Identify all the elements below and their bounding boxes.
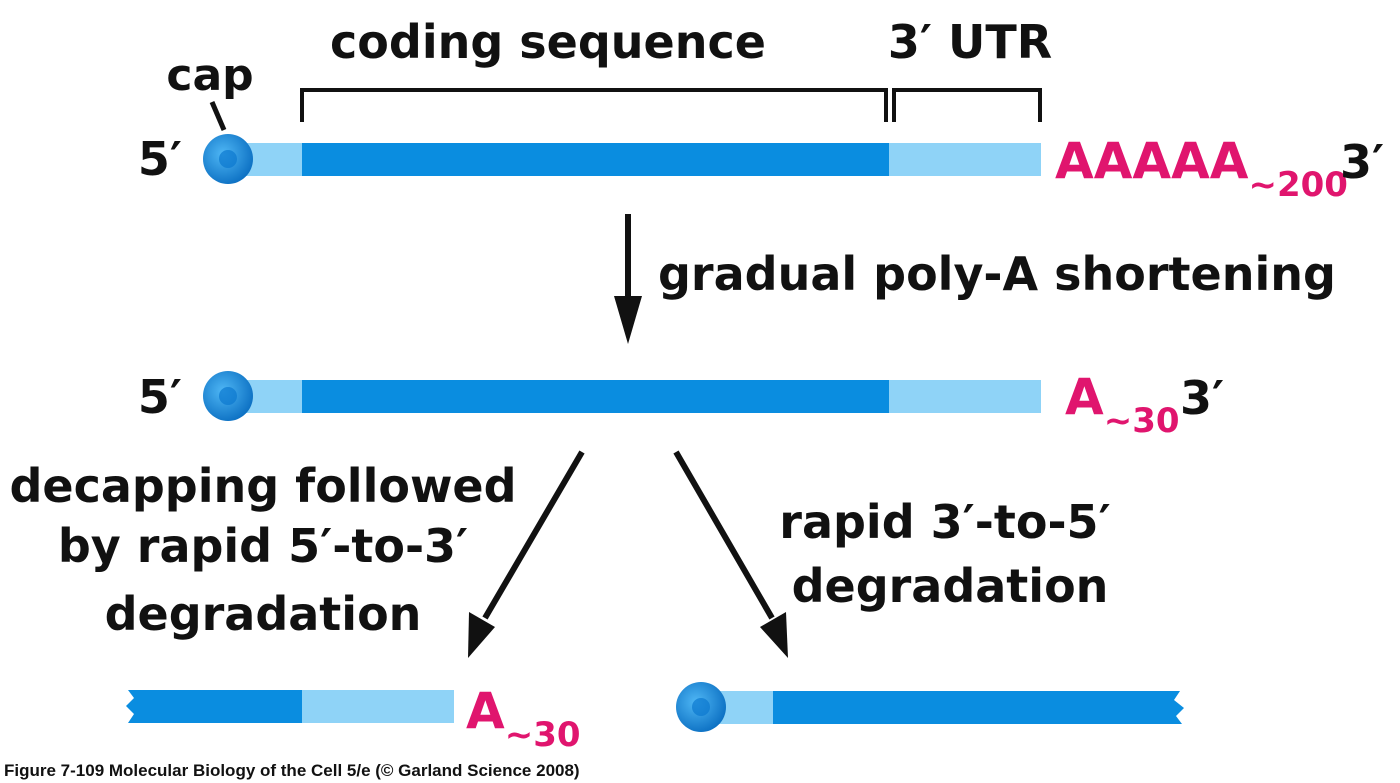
- step-arrow-shortening: [614, 214, 642, 344]
- coding-region: [302, 143, 889, 176]
- middle-mrna: 5′ A~30 3′: [138, 368, 1224, 441]
- coding-sequence-bracket: [300, 88, 888, 122]
- five-prime-label: 5′: [138, 132, 182, 186]
- three-prime-utr: [302, 690, 454, 723]
- figure-caption: Figure 7-109 Molecular Biology of the Ce…: [4, 761, 580, 780]
- cap-label: cap: [166, 50, 253, 101]
- arrow-right-exonuclease: [673, 450, 788, 658]
- polya-tail-long: AAAAA~200: [1055, 132, 1348, 205]
- three-prime-utr: [889, 143, 1041, 176]
- cap-icon-center: [692, 698, 710, 716]
- degraded-coding-region: [126, 690, 302, 723]
- utr-bracket: [892, 88, 1042, 122]
- cap-icon-center: [219, 150, 237, 168]
- three-prime-utr: [889, 380, 1041, 413]
- decapping-label-line1: decapping followed: [9, 459, 516, 513]
- exonuclease-label-line1: rapid 3′-to-5′: [779, 495, 1110, 549]
- coding-region: [302, 380, 889, 413]
- degraded-coding-region: [773, 691, 1184, 724]
- cap-icon-center: [219, 387, 237, 405]
- three-prime-label: 3′: [1340, 135, 1384, 189]
- utr-label: 3′ UTR: [888, 15, 1052, 69]
- bottom-right-fragment: [676, 682, 1184, 732]
- top-mrna: coding sequence 3′ UTR cap 5′ AAAAA~200 …: [138, 15, 1384, 205]
- cap-pointer: [209, 101, 227, 131]
- five-prime-label: 5′: [138, 370, 182, 424]
- polya-tail-short: A~30: [466, 682, 581, 755]
- decapping-label-line2: by rapid 5′-to-3′: [58, 519, 468, 573]
- arrow-left-decapping: [468, 450, 585, 658]
- decapping-label-line3: degradation: [105, 587, 422, 641]
- bottom-left-fragment: A~30: [126, 682, 581, 755]
- exonuclease-label-line2: degradation: [792, 559, 1109, 613]
- polya-tail-short: A~30: [1065, 368, 1180, 441]
- three-prime-label: 3′: [1180, 371, 1224, 425]
- poly-a-shortening-label: gradual poly-A shortening: [658, 247, 1336, 301]
- coding-sequence-label: coding sequence: [330, 15, 766, 69]
